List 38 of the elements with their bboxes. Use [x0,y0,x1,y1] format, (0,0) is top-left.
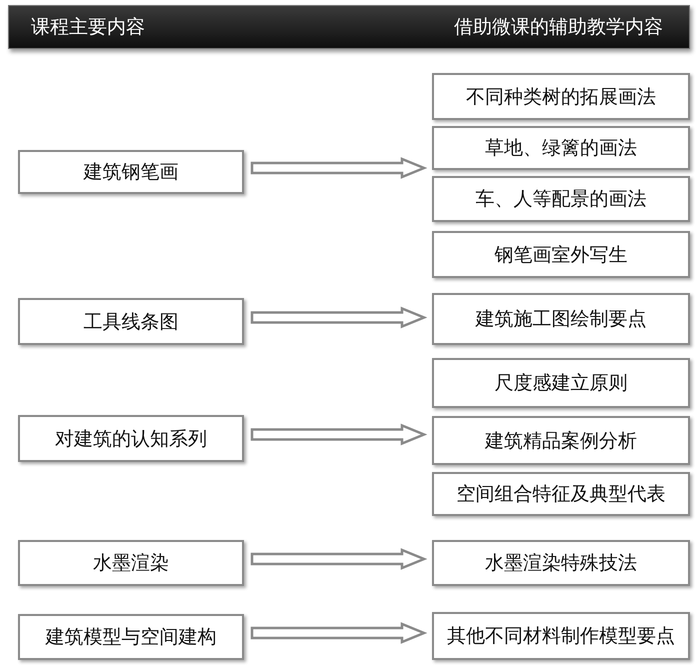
box-text: 水墨渲染 [93,551,169,576]
header-text: 借助微课的辅助教学内容 [454,15,663,40]
content-box [432,73,690,120]
content-box [432,472,690,516]
box-text: 不同种类树的拓展画法 [466,84,656,110]
content-box [432,540,690,586]
box-text: 其他不同材料制作模型要点 [447,624,675,649]
content-box [18,150,244,194]
content-box [432,126,690,170]
box-text: 对建筑的认知系列 [55,426,207,452]
header-text: 课程主要内容 [31,15,145,40]
content-box [432,416,690,465]
content-box [18,298,244,345]
content-box [432,358,690,408]
box-text: 建筑精品案例分析 [485,428,637,454]
content-box [432,293,690,345]
header-bar [8,5,690,49]
content-box [432,612,690,660]
content-box [18,540,244,586]
box-text: 草地、绿篱的画法 [485,136,637,161]
hollow-arrow [250,622,428,644]
hollow-arrow [250,306,428,328]
hollow-arrow [250,157,428,179]
content-box [432,176,690,222]
hollow-arrow [250,548,428,570]
hollow-arrow [250,424,428,446]
content-box [18,415,244,462]
box-text: 水墨渲染特殊技法 [485,551,637,576]
box-text: 建筑钢笔画 [84,160,178,185]
content-box [432,231,690,278]
box-text: 车、人等配景的画法 [476,187,646,212]
box-text: 尺度感建立原则 [494,371,628,396]
box-text: 建筑模型与空间建构 [46,625,216,650]
content-box [18,614,244,660]
box-text: 建筑施工图绘制要点 [476,307,646,332]
box-text: 工具线条图 [84,310,178,334]
box-text: 钢笔画室外写生 [494,242,628,268]
box-text: 空间组合特征及典型代表 [456,482,666,507]
